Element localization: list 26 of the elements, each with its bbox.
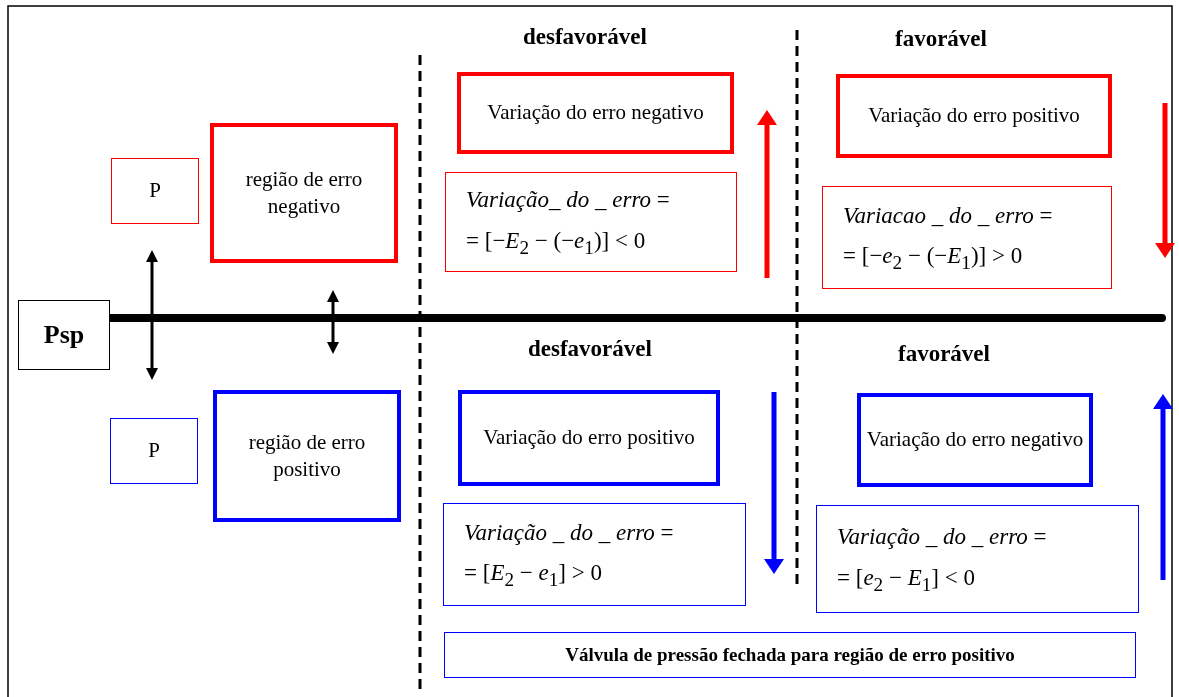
- setpoint-box: Psp: [18, 300, 110, 370]
- formula-box: [445, 172, 737, 272]
- note-box: Válvula de pressão fechada para região de erro positivo: [444, 632, 1136, 678]
- column-heading: favorável: [898, 341, 990, 367]
- formula-text: = [−e$_{2}$ − (−E$_{1}$)] > 0: [843, 242, 1023, 275]
- formula-text: Variacao _ do _ erro =: [843, 201, 1053, 230]
- process-box: P: [111, 158, 199, 224]
- column-heading: favorável: [895, 26, 987, 52]
- formula-text: = [E$_{2}$ − e$_{1}$] > 0: [464, 559, 602, 592]
- formula-text: = [e$_{2}$ − E$_{1}$] < 0: [837, 563, 975, 597]
- formula-text: Variação _ do _ erro =: [837, 523, 1047, 552]
- formula-box: [443, 503, 746, 606]
- formula-box: [822, 186, 1112, 289]
- formula-box: [816, 505, 1139, 613]
- formula-text: Variação _ do _ erro =: [464, 518, 674, 547]
- formula-text: Variação_ do _ erro =: [466, 186, 670, 215]
- region-box: Variação do erro negativo: [457, 72, 734, 154]
- region-box: Variação do erro negativo: [857, 393, 1093, 487]
- region-box: região de erro negativo: [210, 123, 398, 263]
- formula-text: = [−E$_{2}$ − (−e$_{1}$)] < 0: [466, 226, 646, 260]
- region-box: região de erro positivo: [213, 390, 401, 522]
- column-heading: desfavorável: [528, 336, 652, 362]
- region-box: Variação do erro positivo: [836, 74, 1112, 158]
- column-heading: desfavorável: [523, 24, 647, 50]
- region-box: Variação do erro positivo: [458, 390, 720, 486]
- process-box: P: [110, 418, 198, 484]
